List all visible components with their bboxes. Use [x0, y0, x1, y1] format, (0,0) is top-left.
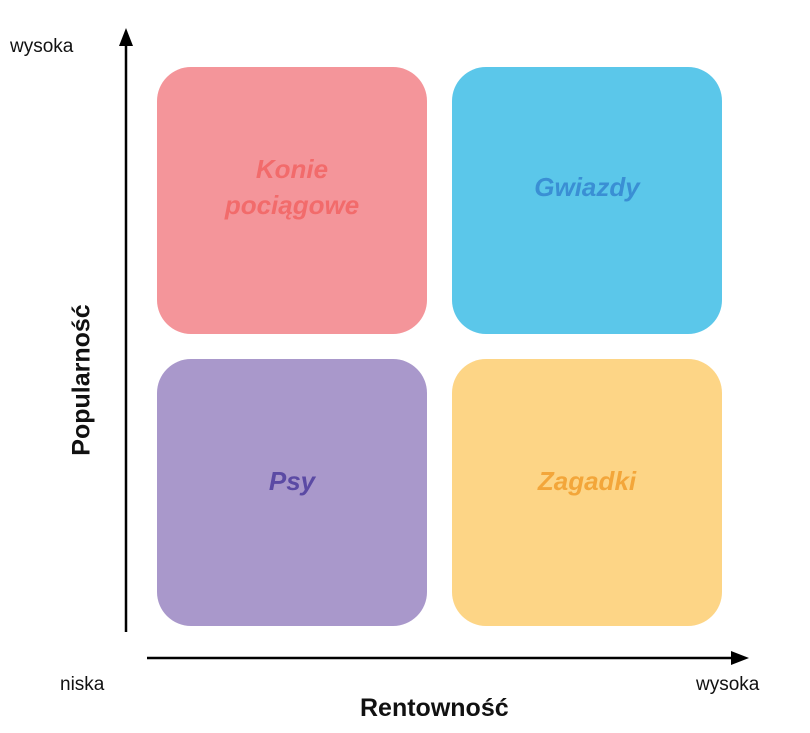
quadrant-top-right: Gwiazdy — [452, 67, 722, 334]
quadrant-top-left: Konie pociągowe — [157, 67, 427, 334]
quadrant-label-zagadki: Zagadki — [537, 465, 637, 496]
quadrant-label-psy: Psy — [268, 465, 316, 496]
quadrant-bottom-right: Zagadki — [452, 359, 722, 626]
y-axis-title: Popularność — [67, 304, 96, 456]
x-axis-arrowhead — [731, 651, 749, 665]
quadrant-label-gwiazdy: Gwiazdy — [534, 171, 640, 202]
quadrant-label-konie-pociagowe: Konie pociągowe — [224, 153, 360, 220]
y-axis-high-label: wysoka — [10, 36, 74, 57]
x-axis-low-label: niska — [60, 674, 105, 695]
x-axis-title: Rentowność — [360, 694, 509, 722]
quadrant-bottom-left: Psy — [157, 359, 427, 626]
y-axis-arrowhead — [119, 28, 133, 46]
x-axis-high-label: wysoka — [696, 674, 760, 695]
